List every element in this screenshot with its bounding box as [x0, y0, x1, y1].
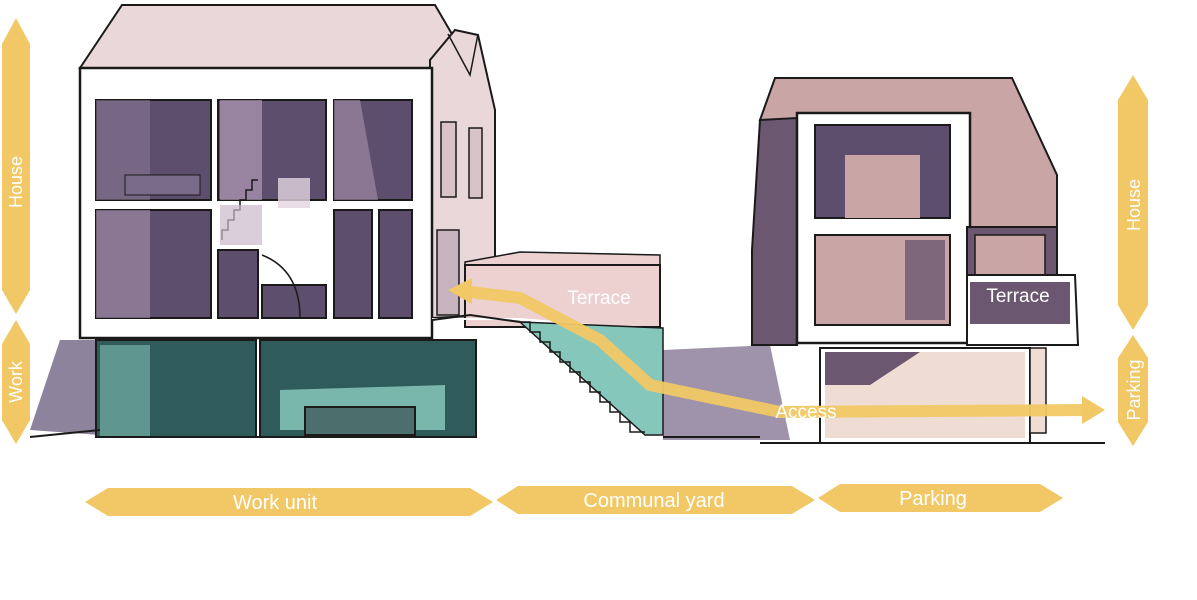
zone-work-unit-label: Work unit [233, 492, 318, 514]
terrace-right-label: Terrace [986, 286, 1049, 307]
terrace-left-label: Terrace [567, 288, 630, 309]
zone-communal-yard-label: Communal yard [583, 490, 724, 512]
right-building [751, 77, 1105, 444]
access-label: Access [775, 402, 836, 423]
left-house-label: House [6, 156, 26, 208]
left-work-label: Work [6, 360, 26, 403]
access-arrow [448, 278, 1105, 424]
zone-communal-yard-arrow: Communal yard [496, 486, 815, 514]
left-house-arrow: House [2, 18, 30, 314]
ground-shadows [30, 340, 790, 440]
zone-parking-label: Parking [899, 488, 967, 510]
right-parking-arrow: Parking [1118, 335, 1148, 446]
zone-work-unit-arrow: Work unit [85, 488, 493, 516]
right-house-label: House [1124, 179, 1144, 231]
right-parking-label: Parking [1124, 359, 1144, 420]
left-building [29, 4, 496, 438]
left-work-arrow: Work [2, 320, 30, 444]
zone-parking-arrow: Parking [818, 484, 1063, 512]
right-house-arrow: House [1118, 75, 1148, 330]
